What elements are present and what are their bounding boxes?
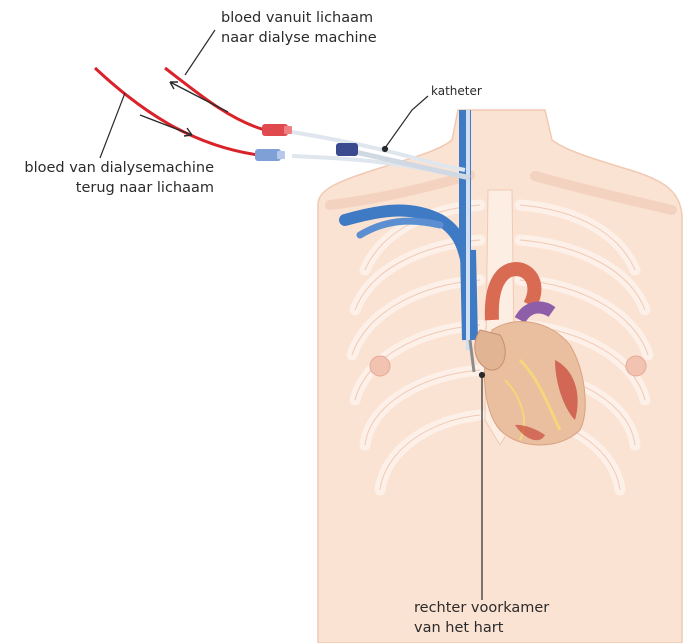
label-catheter: katheter (431, 81, 482, 101)
red-connector-cap (284, 126, 292, 134)
leader-catheter-dot (383, 147, 388, 152)
arrow-to-body (140, 115, 192, 135)
arrow-to-machine (170, 82, 228, 112)
label-line: naar dialyse machine (221, 28, 377, 48)
left-nipple (370, 356, 390, 376)
leader-from-body (185, 30, 215, 75)
red-tube-lower (95, 68, 258, 155)
leader-catheter (385, 96, 428, 148)
red-tube-upper (165, 68, 265, 130)
label-line: bloed van dialysemachine (24, 158, 214, 178)
blue-connector-cap (277, 151, 285, 159)
right-nipple (626, 356, 646, 376)
catheter-hub (336, 143, 358, 156)
label-blood-from-body: bloed vanuit lichaam naar dialyse machin… (221, 8, 377, 48)
label-line: bloed vanuit lichaam (221, 8, 377, 28)
tube-to-machine (165, 68, 292, 136)
label-line: rechter voorkamer (414, 598, 549, 618)
leader-atrium-dot (480, 373, 485, 378)
label-blood-to-body: bloed van dialysemachine terug naar lich… (24, 158, 214, 198)
leader-to-body (100, 93, 125, 158)
label-line: van het hart (414, 618, 549, 638)
tube-from-machine (95, 68, 285, 161)
label-right-atrium: rechter voorkamer van het hart (414, 598, 549, 638)
flow-arrows (140, 82, 228, 136)
label-line: terug naar lichaam (24, 178, 214, 198)
